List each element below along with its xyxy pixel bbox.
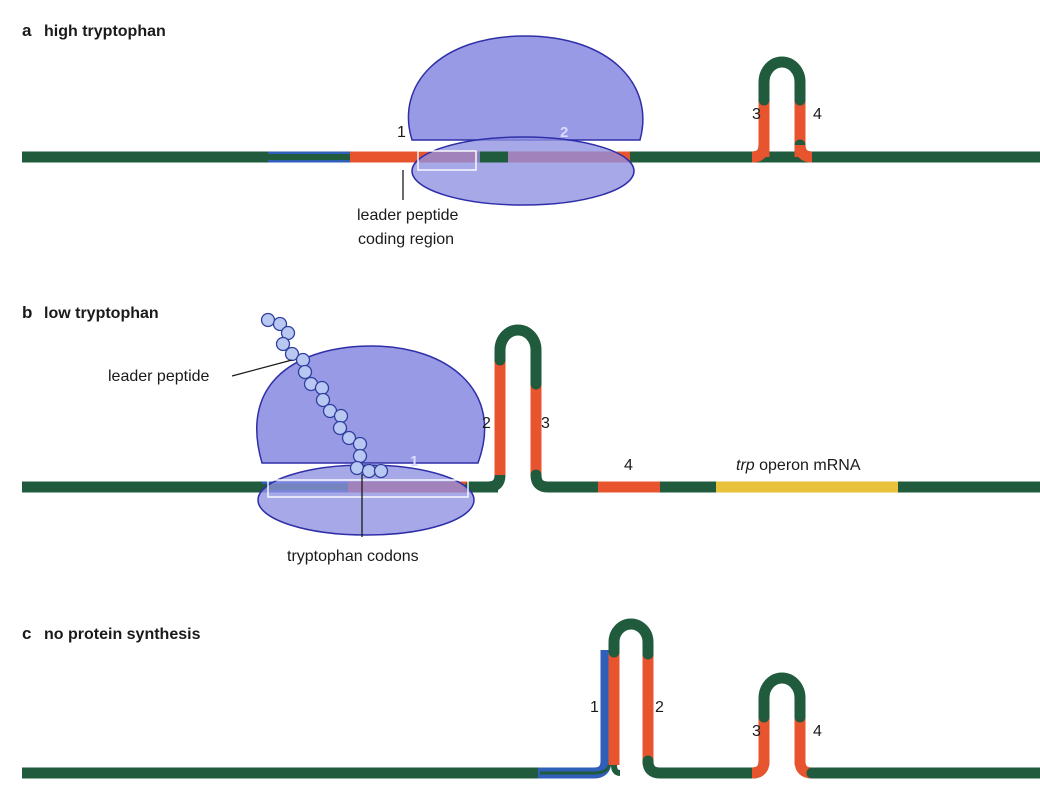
panel-c-base-pairs-3-4 [770, 717, 794, 761]
panel-b-label-4: 4 [624, 457, 633, 474]
panel-b-tryptophan-codons-label: tryptophan codons [287, 548, 419, 565]
panel-a-label-3: 3 [752, 106, 761, 123]
panel-a-ribosome-small-subunit [411, 136, 635, 206]
panel-b-letter: b [22, 303, 32, 322]
panel-b-label-1: 1 [410, 453, 418, 470]
panel-c-label-4: 4 [813, 723, 822, 740]
panel-c-label-1: 1 [590, 699, 599, 716]
panel-a-hairpin-left [630, 78, 770, 163]
panel-b-leader-peptide-label: leader peptide [108, 368, 210, 385]
panel-b-title: low tryptophan [44, 305, 159, 322]
panel-a-letter: a [22, 21, 32, 40]
panel-c: c no protein synthesis [22, 618, 1040, 779]
panel-c-title: no protein synthesis [44, 626, 201, 643]
panel-a-base-pairs-3-4 [770, 101, 794, 145]
panel-b-label-2: 2 [482, 415, 491, 432]
panel-a-hairpin-loop [758, 56, 806, 106]
panel-b-trp-operon-label: trp operon mRNA [736, 457, 861, 474]
panel-a-label-4: 4 [813, 106, 822, 123]
panel-c-label-3: 3 [752, 723, 761, 740]
panel-b-label-3: 3 [541, 415, 550, 432]
panel-a-leader-coding-label-2: coding region [358, 231, 454, 248]
panel-b: b low tryptophan [22, 303, 1040, 565]
panel-b-base-pairs-2-3 [506, 391, 530, 465]
panel-c-hairpin-3-4-loop [758, 672, 806, 723]
panel-a-label-1: 1 [397, 124, 406, 141]
panel-c-hairpin-1-2-loop [608, 618, 654, 660]
panel-b-leader-peptide-pointer [231, 359, 293, 377]
panel-a-ribosome-large-subunit [407, 35, 644, 141]
panel-a-label-2: 2 [560, 124, 568, 141]
panel-b-ribosome-large-subunit [256, 345, 486, 464]
panel-a-title: high tryptophan [44, 23, 166, 40]
panel-c-label-2: 2 [655, 699, 664, 716]
panel-b-hairpin-loop [494, 324, 542, 390]
panel-a-leader-coding-label-1: leader peptide [357, 207, 459, 224]
panel-a: a high tryptophan 1 [22, 21, 1040, 248]
panel-c-base-pairs-1-2 [620, 659, 642, 749]
panel-c-letter: c [22, 624, 31, 643]
panel-b-leader-peptide-chain [260, 312, 389, 479]
